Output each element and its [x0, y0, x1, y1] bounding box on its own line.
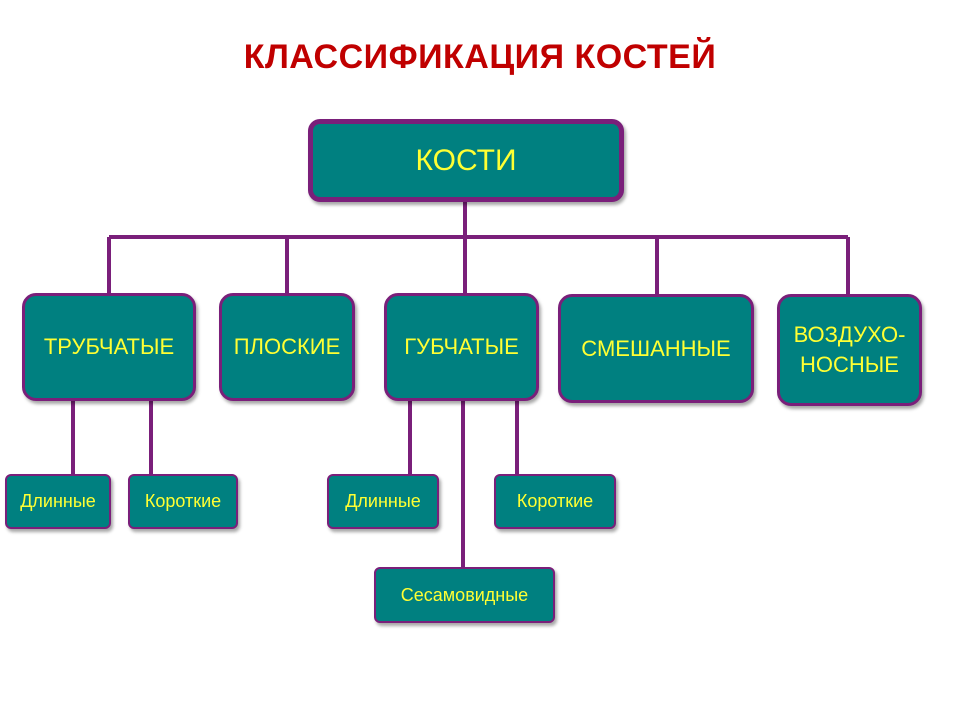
leaf-spongy-long: Длинные	[327, 474, 439, 529]
node-flat: ПЛОСКИЕ	[219, 293, 355, 401]
node-root-bones: КОСТИ	[308, 119, 624, 202]
diagram-title: КЛАССИФИКАЦИЯ КОСТЕЙ	[243, 38, 717, 76]
leaf-tubular-long: Длинные	[5, 474, 111, 529]
node-air: ВОЗДУХО-НОСНЫЕ	[777, 294, 922, 406]
leaf-tubular-short: Короткие	[128, 474, 238, 529]
leaf-spongy-sesamoid: Сесамовидные	[374, 567, 555, 623]
leaf-spongy-short: Короткие	[494, 474, 616, 529]
node-tubular: ТРУБЧАТЫЕ	[22, 293, 196, 401]
node-mixed: СМЕШАННЫЕ	[558, 294, 754, 403]
node-spongy: ГУБЧАТЫЕ	[384, 293, 539, 401]
